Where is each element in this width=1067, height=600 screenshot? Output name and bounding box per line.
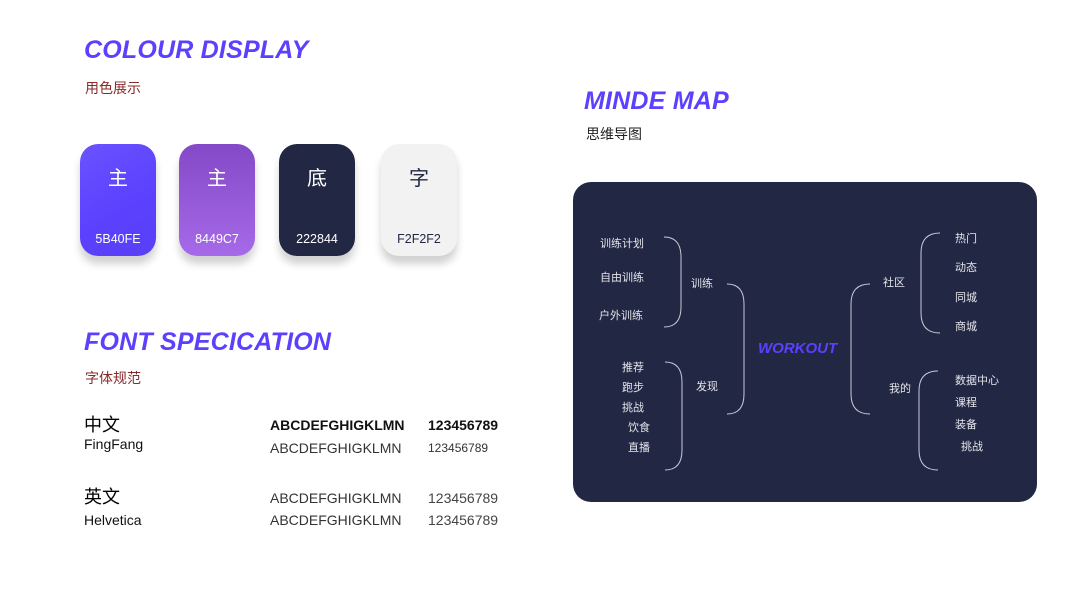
swatch-secondary: 主 8449C7 <box>179 144 255 256</box>
mind-map-brackets <box>663 232 941 471</box>
map-center: WORKOUT <box>758 340 838 357</box>
font-sample: ABCDEFGHIGKLMN <box>270 490 402 506</box>
swatch-background: 底 222844 <box>279 144 355 256</box>
map-subtitle: 思维导图 <box>586 126 642 142</box>
swatch-label: 字 <box>409 168 429 190</box>
swatch-label: 主 <box>207 168 227 190</box>
map-branch-mine: 我的 <box>889 383 911 395</box>
swatch-label: 底 <box>307 168 327 190</box>
map-node: 直播 <box>628 442 650 454</box>
bracket-main-left <box>726 283 745 415</box>
map-node: 挑战 <box>622 402 644 414</box>
font-sample: ABCDEFGHIGKLMN <box>270 440 402 456</box>
swatch-primary: 主 5B40FE <box>80 144 156 256</box>
bracket-mine <box>918 370 939 471</box>
colour-title: COLOUR DISPLAY <box>84 36 309 64</box>
swatch-hex: 8449C7 <box>195 232 239 246</box>
font-number: 123456789 <box>428 417 499 433</box>
swatch-hex: 5B40FE <box>95 232 141 246</box>
bracket-community <box>920 232 941 334</box>
map-node: 商城 <box>955 321 977 333</box>
map-branch-community: 社区 <box>883 277 905 289</box>
map-node: 自由训练 <box>600 272 644 284</box>
map-node: 挑战 <box>961 441 983 453</box>
map-node: 动态 <box>955 262 977 274</box>
map-title: MINDE MAP <box>584 87 729 115</box>
map-node: 数据中心 <box>955 375 999 387</box>
map-node: 课程 <box>955 397 977 409</box>
map-node: 训练计划 <box>600 238 644 250</box>
font-name-cn: 中文 <box>84 415 120 435</box>
font-sample: ABCDEFGHIGKLMN <box>270 417 405 433</box>
mind-map: 训练计划 自由训练 户外训练 训练 推荐 跑步 挑战 饮食 直播 发现 WORK… <box>573 182 1037 502</box>
font-name-en: Helvetica <box>84 512 142 528</box>
colour-subtitle: 用色展示 <box>85 80 141 96</box>
map-node: 户外训练 <box>599 310 643 322</box>
map-node: 同城 <box>955 292 977 304</box>
map-node: 装备 <box>955 419 977 431</box>
map-branch-discover: 发现 <box>696 381 718 393</box>
map-node: 饮食 <box>628 422 650 434</box>
font-name-cn: 英文 <box>84 487 120 507</box>
map-branch-train: 训练 <box>691 278 713 290</box>
font-name-en: FingFang <box>84 436 144 452</box>
font-sample: ABCDEFGHIGKLMN <box>270 512 402 528</box>
bracket-discover <box>664 361 683 471</box>
swatch-hex: 222844 <box>296 232 338 246</box>
map-node: 推荐 <box>622 362 644 374</box>
font-title: FONT SPECICATION <box>84 328 332 356</box>
swatch-text: 字 F2F2F2 <box>381 144 457 256</box>
font-number: 123456789 <box>428 490 499 506</box>
map-node: 跑步 <box>622 382 644 394</box>
font-number: 123456789 <box>428 512 499 528</box>
font-subtitle: 字体规范 <box>85 370 141 386</box>
swatch-hex: F2F2F2 <box>397 232 441 246</box>
bracket-train <box>663 236 682 328</box>
bracket-main-right <box>850 283 871 415</box>
font-number: 123456789 <box>428 441 489 455</box>
swatch-label: 主 <box>108 168 128 190</box>
map-node: 热门 <box>955 233 977 245</box>
